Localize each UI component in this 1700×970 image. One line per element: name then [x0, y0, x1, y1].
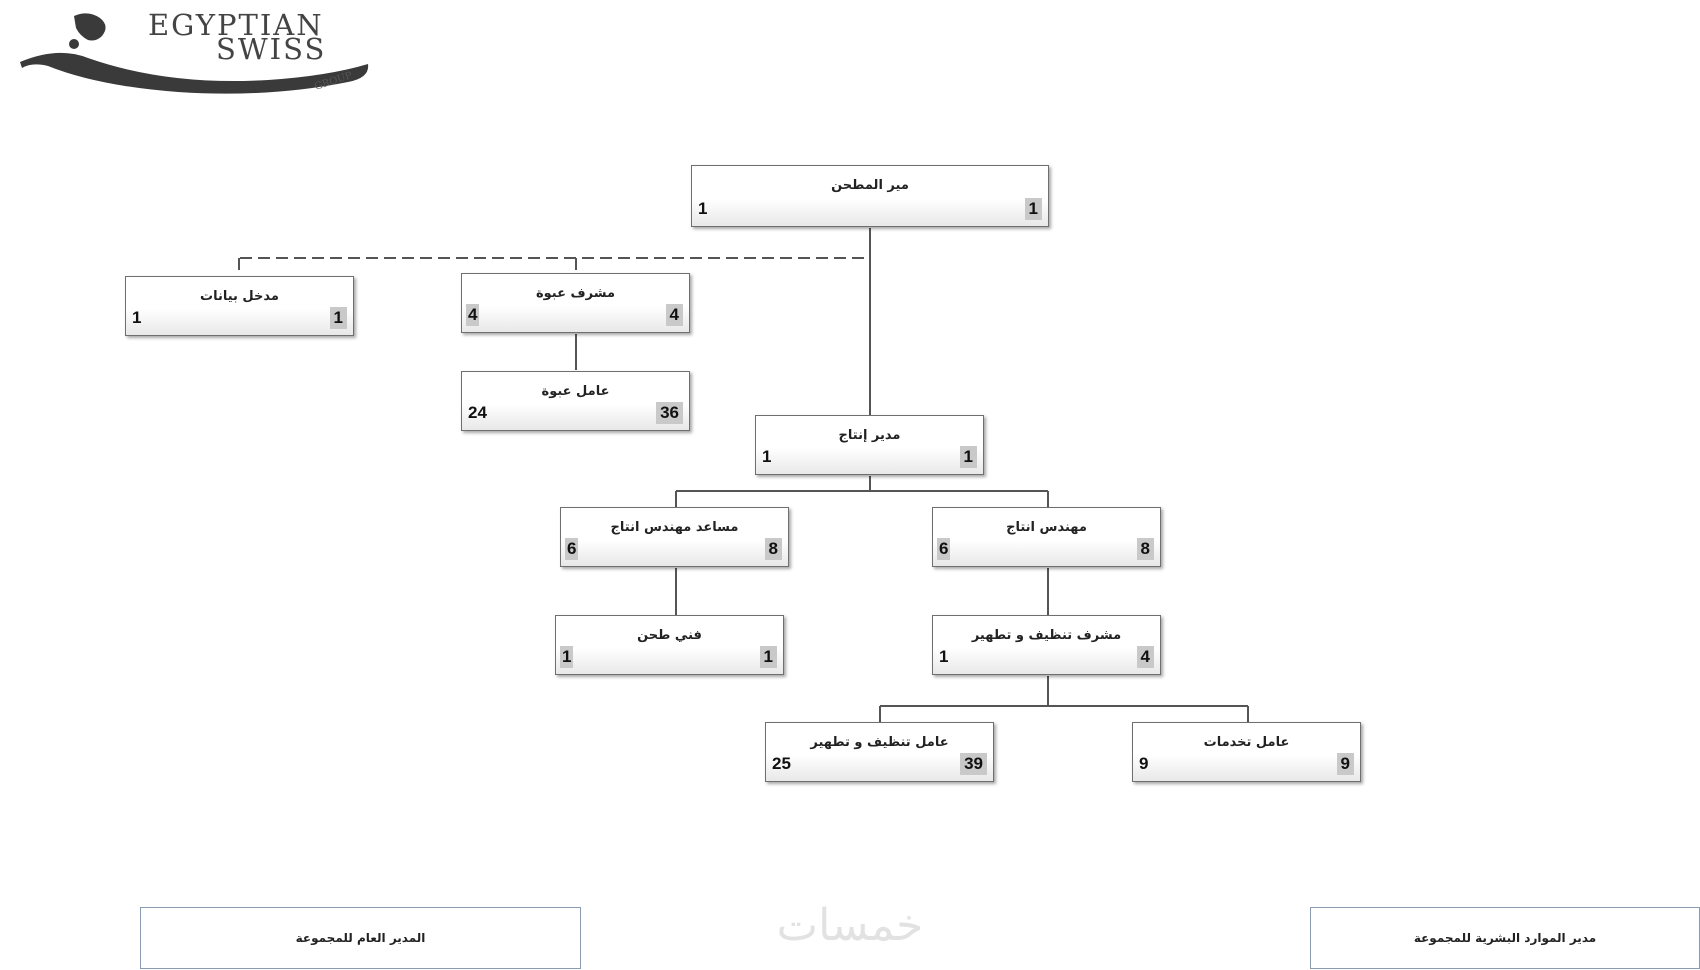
- node-title: عامل تنظيف و تطهير: [810, 735, 949, 750]
- node-title: مشرف عبوة: [535, 286, 615, 301]
- dashed-connector: [238, 228, 871, 275]
- node-title: مدخل بيانات: [200, 289, 279, 304]
- node-count-left: 1: [132, 308, 142, 327]
- node-count-right: 1: [959, 446, 977, 468]
- node-count-left: 1: [939, 647, 949, 666]
- node-count-right: 8: [764, 538, 782, 560]
- org-node-asst-production-engineer: مساعد مهندس انتاج 6 8: [560, 507, 789, 567]
- org-node-milling-technician: فني طحن 1 1: [555, 615, 784, 675]
- watermark-text: خمسات: [776, 900, 924, 951]
- node-count-right: 39: [960, 753, 987, 775]
- signature-label: المدير العام للمجموعة: [295, 931, 426, 945]
- node-count-left: 4: [466, 304, 480, 326]
- node-count-left: 6: [937, 538, 951, 560]
- node-title: مير المطحن: [831, 178, 909, 193]
- node-count-right: 1: [1024, 198, 1042, 220]
- org-node-services-worker: عامل تخدمات 9 9: [1132, 722, 1361, 782]
- node-count-right: 8: [1136, 538, 1154, 560]
- signature-hr-manager: مدير الموارد البشرية للمجموعة: [1310, 907, 1700, 969]
- node-count-right: 9: [1336, 753, 1354, 775]
- org-node-cleaning-supervisor: مشرف تنظيف و تطهير 1 4: [932, 615, 1161, 675]
- node-count-left: 25: [772, 754, 791, 773]
- connector-line: [675, 476, 1049, 507]
- node-title: عامل عبوة: [541, 384, 610, 399]
- node-count-left: 24: [468, 403, 487, 422]
- logo-graphic: [20, 13, 369, 94]
- org-node-cleaning-worker: عامل تنظيف و تطهير 25 39: [765, 722, 994, 782]
- node-count-right: 36: [656, 402, 683, 424]
- company-logo: EGYPTIAN SWISS GROUP: [18, 6, 408, 106]
- node-count-right: 1: [329, 307, 347, 329]
- org-node-packing-worker: عامل عبوة 24 36: [461, 371, 690, 431]
- node-count-right: 1: [759, 646, 777, 668]
- connector-line: [879, 676, 1249, 722]
- org-node-production-manager: مدير إنتاج 1 1: [755, 415, 984, 475]
- node-count-left: 1: [698, 199, 708, 218]
- node-title: فني طحن: [637, 628, 702, 643]
- node-title: عامل تخدمات: [1203, 735, 1290, 750]
- node-title: مشرف تنظيف و تطهير: [971, 628, 1122, 643]
- node-title: مدير إنتاج: [838, 428, 901, 443]
- signature-general-manager: المدير العام للمجموعة: [140, 907, 581, 969]
- node-count-right: 4: [1136, 646, 1154, 668]
- signature-label: مدير الموارد البشرية للمجموعة: [1413, 931, 1597, 945]
- node-count-left: 9: [1139, 754, 1149, 773]
- org-node-data-entry: مدخل بيانات 1 1: [125, 276, 354, 336]
- node-title: مهندس انتاج: [1006, 520, 1087, 535]
- logo-text-swiss: SWISS: [216, 32, 327, 66]
- node-count-left: 1: [762, 447, 772, 466]
- logo-text-egyptian: EGYPTIAN: [148, 8, 324, 42]
- org-node-mill-manager: مير المطحن 1 1: [691, 165, 1049, 227]
- org-node-production-engineer: مهندس انتاج 6 8: [932, 507, 1161, 567]
- node-count-left: 6: [565, 538, 579, 560]
- node-count-left: 1: [560, 646, 574, 668]
- org-node-packing-supervisor: مشرف عبوة 4 4: [461, 273, 690, 333]
- node-count-right: 4: [665, 304, 683, 326]
- node-title: مساعد مهندس انتاج: [610, 520, 739, 535]
